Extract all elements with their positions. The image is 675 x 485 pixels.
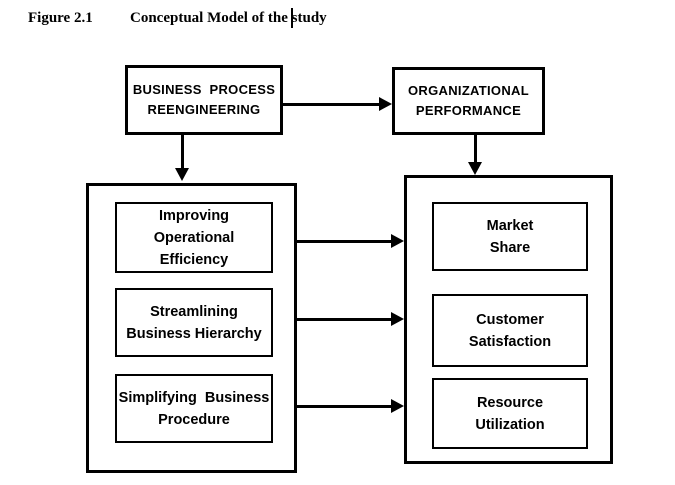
box-improving-operational-efficiency: Improving Operational Efficiency [115,202,273,273]
box-label-line: BUSINESS PROCESS [132,82,276,97]
box-label-line: Resource [476,394,544,411]
box-label-line: Market [486,217,534,234]
box-label-line: Simplifying Business [118,389,270,406]
box-customer-satisfaction: Customer Satisfaction [432,294,588,367]
box-market-share: Market Share [432,202,588,271]
box-streamlining-business-hierarchy: Streamlining Business Hierarchy [115,288,273,357]
arrow-hierarchy-to-customer-satisfaction [297,318,391,321]
box-label-line: Efficiency [159,251,229,268]
arrow-op-to-right-group [474,135,477,162]
box-label-line: Utilization [475,416,545,433]
box-label-line: REENGINEERING [147,102,261,117]
arrow-procedure-to-resource-utilization [297,405,391,408]
arrow-efficiency-to-market-share [297,240,391,243]
box-resource-utilization: Resource Utilization [432,378,588,449]
box-business-process-reengineering: BUSINESS PROCESS REENGINEERING [125,65,283,135]
box-label-line: Operational [153,229,235,246]
box-label-line: Streamlining [150,303,238,320]
figure-label: Figure 2.1 [28,10,93,26]
box-label-line: Share [489,239,531,256]
box-label-line: ORGANIZATIONAL [408,83,529,98]
box-label-line: PERFORMANCE [415,103,522,118]
figure-title: Conceptual Model of the study [130,10,327,26]
box-simplifying-business-procedure: Simplifying Business Procedure [115,374,273,443]
box-label-line: Customer [476,311,544,328]
box-label-line: Improving [158,207,230,224]
box-organizational-performance: ORGANIZATIONAL PERFORMANCE [392,67,545,135]
arrow-bpr-to-op [282,103,379,106]
arrow-bpr-to-left-group [181,135,184,168]
box-label-line: Procedure [158,411,230,428]
box-label-line: Satisfaction [468,333,552,350]
box-label-line: Business Hierarchy [126,325,262,342]
text-cursor [291,8,293,28]
